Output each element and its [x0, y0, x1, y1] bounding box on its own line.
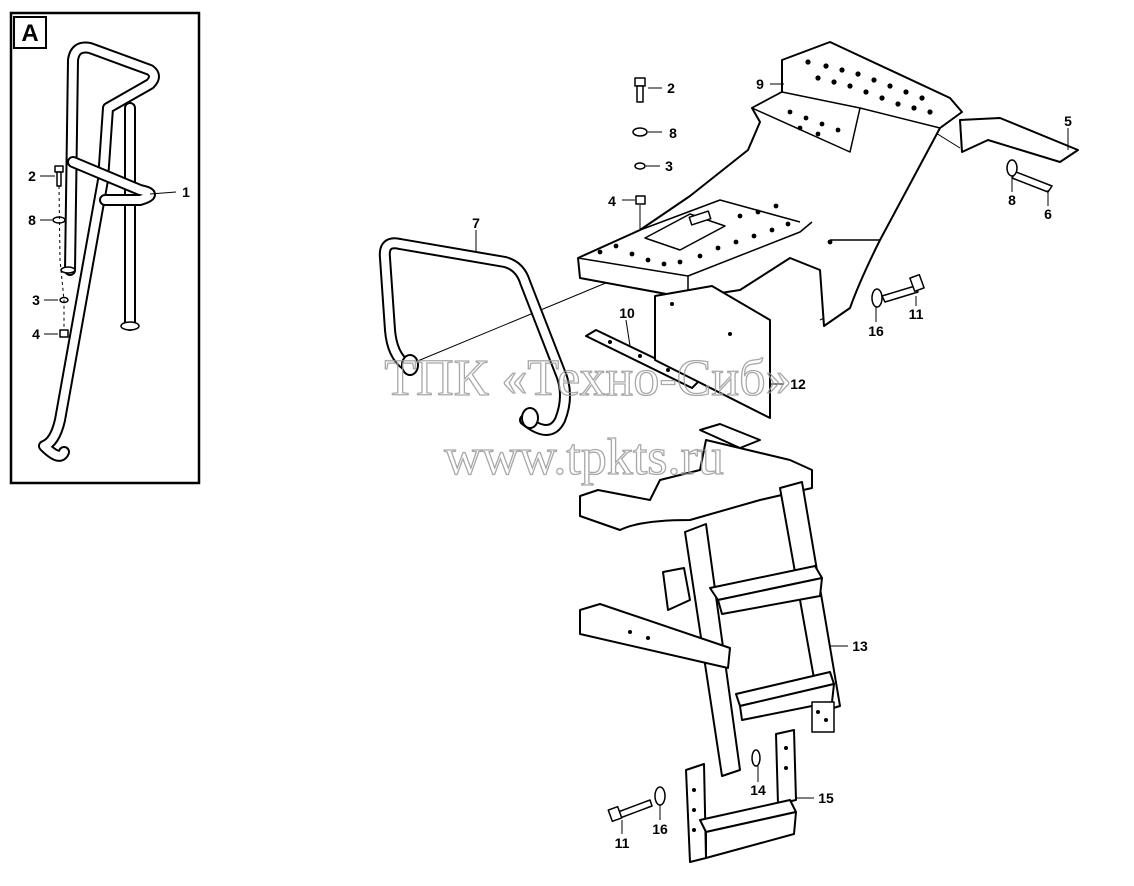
- callout-7: 7: [472, 215, 480, 231]
- callout-6: 6: [1044, 206, 1052, 222]
- grab-rail-part-7: [378, 237, 571, 436]
- callout-14: 14: [750, 782, 766, 798]
- callout-4: 4: [608, 193, 616, 209]
- inset-label: A: [21, 20, 38, 47]
- callout-3-inset: 3: [32, 292, 40, 308]
- callout-3: 3: [665, 158, 673, 174]
- callout-4-inset: 4: [32, 326, 40, 342]
- callouts: 1 2 8 3 4 2 8 3 4 9 5 8 6 7 10 12 16 11 …: [28, 76, 1072, 851]
- callout-13: 13: [852, 638, 868, 654]
- callout-10: 10: [619, 305, 635, 321]
- callout-15: 15: [818, 790, 834, 806]
- platform-part-9: [577, 41, 963, 327]
- callout-2-inset: 2: [28, 168, 36, 184]
- callout-5: 5: [1064, 113, 1072, 129]
- inset-a: A: [9, 11, 201, 485]
- washer-part-16-bottom: [654, 786, 666, 806]
- watermark: ТПК «Техно-Сиб» www.tpkts.ru: [384, 349, 793, 486]
- watermark-line-1: ТПК «Техно-Сиб»: [384, 350, 791, 407]
- lower-step-part-15: [685, 729, 797, 863]
- callout-8: 8: [669, 125, 677, 141]
- leader-lines: [40, 83, 1069, 834]
- callout-8-right: 8: [1008, 192, 1016, 208]
- callout-1: 1: [182, 184, 190, 200]
- watermark-line-2: www.tpkts.ru: [444, 429, 724, 486]
- callout-12: 12: [790, 376, 806, 392]
- callout-16-right: 16: [868, 323, 884, 339]
- callout-2: 2: [667, 80, 675, 96]
- washer-part-14: [751, 749, 761, 767]
- inset-frame: [9, 11, 201, 485]
- bolt-part-11-bottom: [607, 799, 653, 823]
- washer-part-8: [632, 127, 648, 137]
- callout-16-bottom: 16: [652, 821, 668, 837]
- callout-8-inset: 8: [28, 212, 36, 228]
- inset-nut-4: [59, 329, 69, 338]
- platform-holes: [597, 59, 933, 267]
- bolt-part-2: [634, 77, 646, 103]
- washer-part-3: [634, 162, 646, 170]
- ladder-part-13: [579, 423, 841, 777]
- washer-part-16-right: [871, 288, 883, 308]
- plate-part-12: [654, 285, 771, 419]
- bracket-part-5: [959, 117, 1079, 163]
- bolt-part-11-right: [881, 273, 925, 303]
- bolt-part-6: [1011, 171, 1053, 193]
- washer-part-8-right: [1006, 159, 1018, 177]
- callout-11-bottom: 11: [615, 835, 630, 851]
- inset-label-box: [13, 16, 47, 49]
- callout-9: 9: [756, 76, 764, 92]
- handrail-part-1: [38, 41, 160, 462]
- nut-part-4: [635, 195, 646, 205]
- callout-11-right: 11: [909, 306, 924, 322]
